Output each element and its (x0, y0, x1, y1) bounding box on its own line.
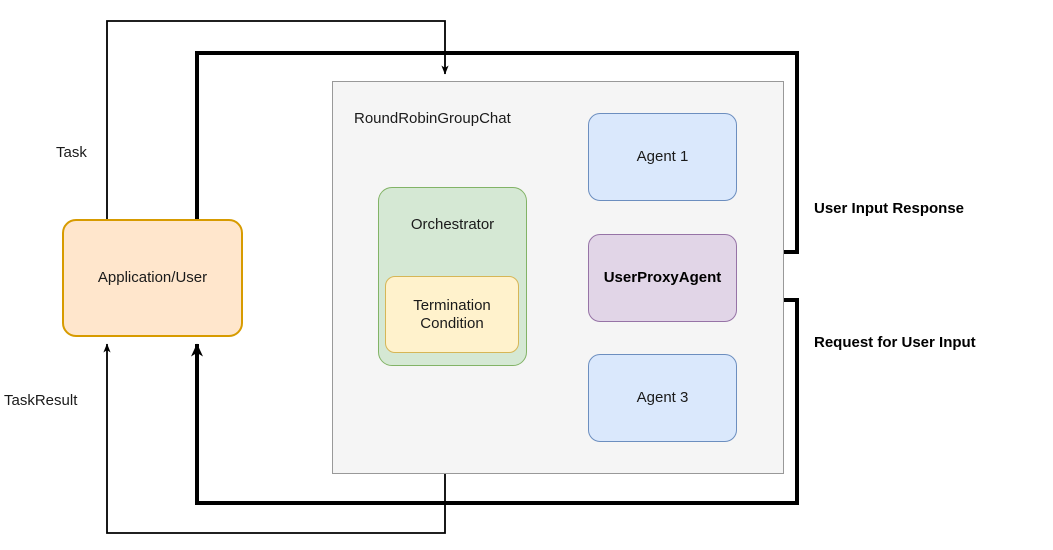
application-user-label: Application/User (97, 269, 208, 286)
node-userproxyagent[interactable]: UserProxyAgent (588, 234, 737, 322)
node-agent-1[interactable]: Agent 1 (588, 113, 737, 201)
node-application-user[interactable]: Application/User (62, 219, 243, 337)
agent-3-label: Agent 3 (636, 389, 689, 406)
termination-condition-label: Termination Condition (413, 296, 491, 332)
node-termination-condition[interactable]: Termination Condition (385, 276, 519, 353)
edge-label-task: Task (56, 144, 87, 161)
orchestrator-label: Orchestrator (410, 216, 495, 233)
userproxyagent-label: UserProxyAgent (603, 269, 722, 286)
node-agent-3[interactable]: Agent 3 (588, 354, 737, 442)
agent-1-label: Agent 1 (636, 148, 689, 165)
edge-label-task-result: TaskResult (4, 392, 78, 409)
edge-label-user-input-response: User Input Response (814, 200, 965, 217)
edge-label-request-for-user-input: Request for User Input (814, 334, 976, 351)
group-container-title: RoundRobinGroupChat (354, 110, 511, 127)
